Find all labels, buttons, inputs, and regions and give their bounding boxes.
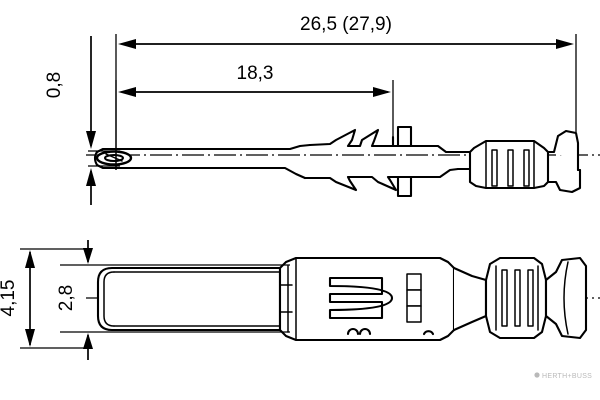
arrow-bottom-outer (25, 329, 35, 347)
side-view-group (86, 125, 600, 198)
arrow-right-pin (373, 87, 391, 97)
arrow-down-thickness (86, 131, 96, 149)
dimension-overall-length: 26,5 (27,9) (115, 14, 577, 170)
lower-retention-tab (396, 175, 413, 198)
dimension-label-body-height-outer: 4,15 (0, 280, 19, 317)
wire-crimp-barrel-plan (484, 256, 548, 340)
plan-blade-box (96, 266, 282, 332)
plan-lower-bumps (346, 328, 435, 336)
dimension-label-pin-length: 18,3 (237, 63, 274, 84)
arrow-top-outer (25, 250, 35, 268)
dimension-body-height-outer: 4,15 (0, 248, 90, 349)
pin-blade (93, 143, 312, 180)
dimension-label-overall-length: 26,5 (27,9) (300, 14, 392, 35)
dimension-pin-length: 18,3 (115, 63, 394, 170)
arrow-up-thickness (86, 168, 96, 186)
arrow-down-inner (83, 248, 93, 264)
insulation-crimp-side (546, 129, 582, 194)
insulation-crimp-plan (544, 256, 588, 340)
dimension-label-body-height-inner: 2,8 (56, 285, 77, 311)
dimension-label-pin-thickness: 0,8 (44, 72, 65, 98)
watermark-text: HERTH+BUSS (542, 373, 592, 380)
wire-crimp-barrel-side (468, 139, 550, 190)
arrow-right-overall (556, 39, 574, 49)
terminal-body-side (391, 144, 472, 179)
watermark-group: HERTH+BUSS (534, 372, 592, 380)
plan-window-ladder (406, 273, 422, 323)
arrow-left-overall (118, 39, 136, 49)
upper-retention-tab (396, 125, 413, 148)
plan-fork-lance (328, 276, 394, 320)
lower-lance-barbs (303, 175, 407, 192)
dimension-body-height-inner: 2,8 (56, 240, 290, 360)
arrow-up-inner (83, 333, 93, 349)
brand-logo-icon (534, 372, 540, 378)
blade-dimple (95, 150, 133, 166)
dimension-pin-thickness: 0,8 (44, 36, 120, 205)
arrow-left-pin (118, 87, 136, 97)
plan-view-group (86, 256, 600, 342)
